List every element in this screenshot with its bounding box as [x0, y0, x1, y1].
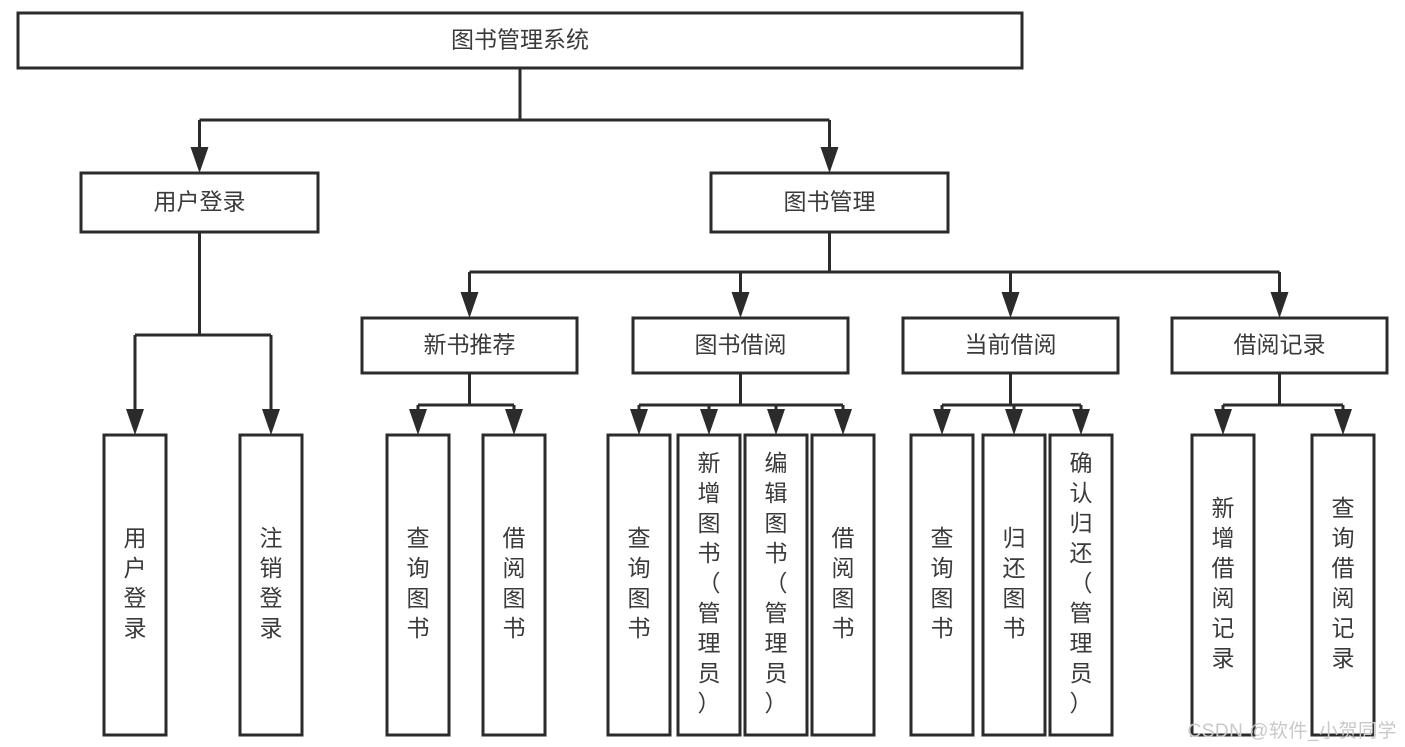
- node-label-vertical: 新增借阅记录: [1212, 495, 1235, 671]
- node-box: [676, 433, 742, 737]
- node-leaf-leaf-logout[interactable]: 注销登录: [238, 433, 304, 737]
- node-box: [385, 433, 451, 737]
- node-box: [606, 433, 672, 737]
- node-label: 当前借阅: [965, 332, 1057, 358]
- arrow-head-icon-leaf-3-0: [1214, 409, 1232, 435]
- arrow-head-icon-level3-1: [731, 292, 750, 318]
- arrow-head-icon-leaf-3-1: [1334, 409, 1352, 435]
- node-leaf-leaf-query-book-1[interactable]: 查询图书: [385, 433, 451, 737]
- node-leaf-leaf-edit-book[interactable]: 编辑图书（管理员）: [743, 433, 809, 737]
- arrow-head-icon-leaf-1-0: [630, 409, 648, 435]
- arrow-head-icon-user-login-leaf-1: [262, 409, 280, 435]
- arrow-head-icon-user-login-leaf-0: [126, 409, 144, 435]
- node-level3-new-book-recommend[interactable]: 新书推荐: [360, 316, 579, 375]
- node-label: 图书管理: [784, 189, 876, 215]
- node-level3-current-borrow[interactable]: 当前借阅: [901, 316, 1120, 375]
- node-label-vertical: 用户登录: [124, 525, 147, 641]
- node-label: 借阅记录: [1234, 332, 1326, 358]
- node-box: [709, 171, 950, 234]
- arrow-head-icon-level2-0: [190, 147, 209, 173]
- node-box: [810, 433, 876, 737]
- arrow-head-icon-leaf-1-3: [834, 409, 852, 435]
- node-box: [901, 316, 1120, 375]
- node-box: [1190, 433, 1256, 737]
- node-box: [1170, 316, 1389, 375]
- connectors-layer: [126, 68, 1352, 435]
- node-label-vertical: 查询图书: [407, 525, 430, 641]
- arrow-head-icon-leaf-1-1: [700, 409, 718, 435]
- node-label-vertical: 归还图书: [1003, 525, 1026, 641]
- node-box: [16, 11, 1024, 70]
- node-box: [102, 433, 168, 737]
- node-leaf-leaf-query-book-3[interactable]: 查询图书: [909, 433, 975, 737]
- node-label-vertical: 查询借阅记录: [1332, 495, 1355, 671]
- node-leaf-leaf-add-record[interactable]: 新增借阅记录: [1190, 433, 1256, 737]
- node-level3-book-borrow[interactable]: 图书借阅: [631, 316, 850, 375]
- node-leaf-leaf-borrow-book-2[interactable]: 借阅图书: [810, 433, 876, 737]
- node-level2-book-manage[interactable]: 图书管理: [709, 171, 950, 234]
- node-box: [981, 433, 1047, 737]
- node-box: [743, 433, 809, 737]
- node-box: [238, 433, 304, 737]
- arrow-head-icon-leaf-2-1: [1005, 409, 1023, 435]
- arrow-head-icon-leaf-0-0: [409, 409, 427, 435]
- node-label-vertical: 查询图书: [628, 525, 651, 641]
- arrow-head-icon-level3-3: [1270, 292, 1289, 318]
- node-label-vertical: 确认归还（管理员）: [1070, 450, 1093, 716]
- node-leaf-leaf-add-book[interactable]: 新增图书（管理员）: [676, 433, 742, 737]
- node-leaf-leaf-confirm-return[interactable]: 确认归还（管理员）: [1048, 433, 1114, 737]
- arrow-head-icon-level3-2: [1001, 292, 1020, 318]
- node-leaf-leaf-user-login[interactable]: 用户登录: [102, 433, 168, 737]
- node-label: 图书管理系统: [451, 27, 589, 53]
- node-box: [360, 316, 579, 375]
- node-root-root[interactable]: 图书管理系统: [16, 11, 1024, 70]
- arrow-head-icon-level3-0: [460, 292, 479, 318]
- node-label-vertical: 借阅图书: [832, 525, 855, 641]
- nodes-layer: 图书管理系统用户登录图书管理新书推荐图书借阅当前借阅借阅记录用户登录注销登录查询…: [16, 11, 1389, 737]
- arrow-head-icon-leaf-0-1: [505, 409, 523, 435]
- node-box: [481, 433, 547, 737]
- node-leaf-leaf-borrow-book-1[interactable]: 借阅图书: [481, 433, 547, 737]
- node-label: 用户登录: [154, 189, 246, 215]
- node-box: [631, 316, 850, 375]
- node-box: [1048, 433, 1114, 737]
- node-label-vertical: 借阅图书: [503, 525, 526, 641]
- node-box: [1310, 433, 1376, 737]
- node-label-vertical: 注销登录: [260, 525, 283, 641]
- node-leaf-leaf-return-book[interactable]: 归还图书: [981, 433, 1047, 737]
- arrow-head-icon-leaf-1-2: [767, 409, 785, 435]
- node-label-vertical: 编辑图书（管理员）: [765, 450, 788, 716]
- node-level2-user-login[interactable]: 用户登录: [79, 171, 320, 234]
- node-leaf-leaf-query-record[interactable]: 查询借阅记录: [1310, 433, 1376, 737]
- node-leaf-leaf-query-book-2[interactable]: 查询图书: [606, 433, 672, 737]
- node-box: [909, 433, 975, 737]
- arrow-head-icon-leaf-2-2: [1072, 409, 1090, 435]
- node-label: 新书推荐: [424, 332, 516, 358]
- node-label-vertical: 查询图书: [931, 525, 954, 641]
- arrow-head-icon-level2-1: [820, 147, 839, 173]
- node-level3-borrow-record[interactable]: 借阅记录: [1170, 316, 1389, 375]
- csdn-watermark: CSDN @软件_小贺同学: [1187, 721, 1397, 742]
- node-label-vertical: 新增图书（管理员）: [698, 450, 721, 716]
- node-box: [79, 171, 320, 234]
- arrow-head-icon-leaf-2-0: [933, 409, 951, 435]
- node-label: 图书借阅: [695, 332, 787, 358]
